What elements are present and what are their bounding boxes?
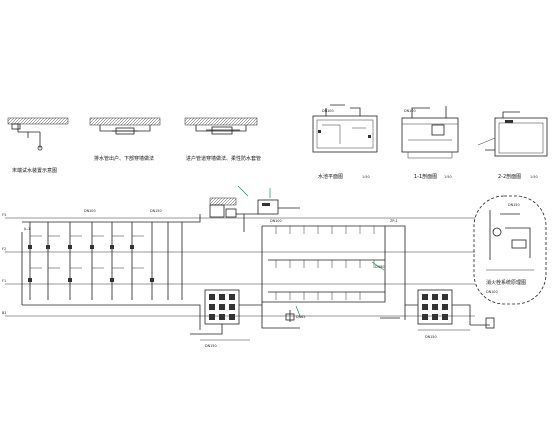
floor-lines: F3 F2 F1 B1 bbox=[2, 213, 475, 317]
detail-3-title: 进户管道穿墙做法、柔性防水套管 bbox=[186, 155, 261, 162]
system-bubble: DN150 消火栓系统原理图 DN100 bbox=[473, 195, 547, 305]
svg-text:F2: F2 bbox=[2, 247, 6, 251]
svg-text:DN65: DN65 bbox=[296, 315, 305, 319]
leader-lines bbox=[237, 185, 385, 317]
tank-plan-scale: 1:50 bbox=[362, 175, 370, 179]
section-1-title: 1-1剖面图 bbox=[414, 173, 437, 180]
svg-text:DN150: DN150 bbox=[508, 203, 520, 207]
detail-1-title: 末端试水装置示意图 bbox=[12, 167, 57, 174]
svg-text:DN100: DN100 bbox=[270, 219, 282, 223]
section-2-title: 2-2剖面图 bbox=[498, 173, 521, 180]
top-equipment bbox=[209, 197, 300, 232]
svg-text:ZP-1: ZP-1 bbox=[390, 219, 398, 223]
svg-text:DN100: DN100 bbox=[322, 109, 334, 113]
tank-plan-title: 水池平面图 bbox=[318, 173, 343, 180]
svg-text:F1: F1 bbox=[2, 279, 6, 283]
section-2-2: 2-2剖面图 1:50 bbox=[477, 111, 548, 180]
svg-text:F3: F3 bbox=[2, 213, 6, 217]
section-1-1: DN100 1-1剖面图 1:50 bbox=[401, 106, 459, 180]
detail-drain-outlet: 排水管出户、下部穿墙做法 bbox=[89, 117, 161, 162]
svg-text:JL-1: JL-1 bbox=[23, 227, 30, 231]
svg-text:DN100: DN100 bbox=[404, 109, 416, 113]
bottom-piping: DN65 bbox=[261, 302, 495, 329]
bubble-label: 消火栓系统原理图 bbox=[486, 279, 526, 286]
tank-plan: DN100 水池平面图 1:50 bbox=[312, 104, 378, 180]
detail-test-water-device: 末端试水装置示意图 bbox=[7, 117, 69, 174]
pump-set-left: DN150 bbox=[190, 289, 262, 348]
svg-text:DN150: DN150 bbox=[425, 335, 437, 339]
svg-text:B1: B1 bbox=[2, 311, 6, 315]
pump-set-right: DN150 bbox=[405, 289, 471, 339]
svg-text:DN150: DN150 bbox=[150, 209, 162, 213]
svg-text:DN150: DN150 bbox=[205, 344, 217, 348]
left-riser-group: JL-1 DN100 DN150 bbox=[21, 209, 201, 330]
svg-text:DN100: DN100 bbox=[486, 290, 498, 294]
detail-inlet-sleeve: 进户管道穿墙做法、柔性防水套管 bbox=[184, 117, 261, 162]
section-2-scale: 1:50 bbox=[530, 175, 538, 179]
svg-text:DN100: DN100 bbox=[84, 209, 96, 213]
section-1-scale: 1:50 bbox=[444, 175, 452, 179]
detail-2-title: 排水管出户、下部穿墙做法 bbox=[94, 155, 154, 162]
